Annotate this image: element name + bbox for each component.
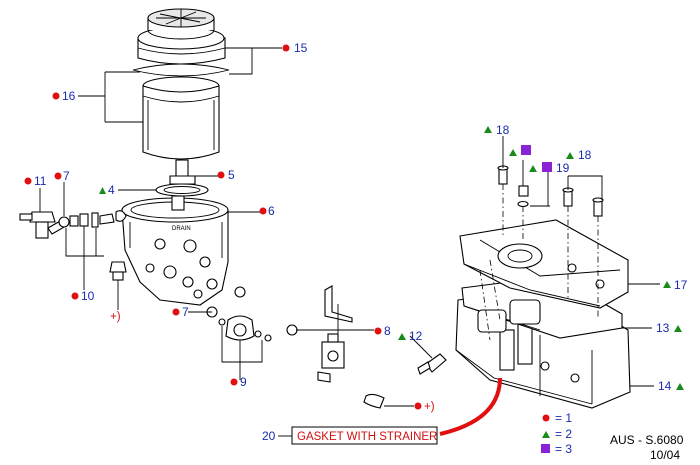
reference-code: AUS - S.6080 — [610, 433, 684, 447]
cylinder-head — [455, 219, 631, 409]
callout-20: 20 — [262, 429, 276, 443]
legend-item-3: = 3 — [555, 442, 572, 456]
filter-housing: DRAIN — [121, 195, 229, 306]
legend: = 1 = 2 = 3 — [541, 411, 572, 456]
callout-10: 10 — [81, 289, 95, 303]
legend-item-2: = 2 — [555, 427, 572, 441]
callout-11: 11 — [34, 174, 47, 188]
o-ring-seal — [155, 175, 209, 197]
callout-7-lower: 7 — [182, 305, 189, 319]
callout-12: 12 — [409, 329, 423, 343]
legend-item-1: = 1 — [555, 411, 572, 425]
callout-19: 19 — [556, 161, 570, 175]
housing-drain-label: DRAIN — [172, 226, 191, 232]
cover-bolts — [497, 165, 604, 217]
inlet-fitting — [19, 210, 127, 239]
leader-lines — [39, 47, 660, 407]
callout-16: 16 — [62, 89, 76, 103]
callout-plus-right: +) — [424, 401, 435, 413]
drain-plug — [109, 261, 127, 281]
callout-5: 5 — [228, 168, 235, 182]
callout-15: 15 — [294, 41, 308, 55]
legend-triangle-icon — [542, 431, 550, 438]
callout-18-left: 18 — [496, 123, 510, 137]
callout-6: 6 — [268, 204, 275, 218]
valve-assembly — [218, 315, 272, 342]
legend-circle-icon — [542, 414, 550, 422]
filter-cap — [132, 8, 230, 77]
bolt-centerlines — [479, 184, 599, 341]
gasket-label-box — [291, 426, 438, 445]
callout-4: 4 — [108, 183, 115, 197]
callout-9: 9 — [240, 375, 247, 389]
callout-plus-left: +) — [110, 311, 121, 323]
callout-7-upper: 7 — [63, 169, 70, 183]
bracket-valve — [286, 285, 385, 409]
callout-18-right: 18 — [578, 148, 592, 162]
filter-element — [142, 76, 220, 183]
callout-8: 8 — [384, 324, 391, 338]
callout-17: 17 — [674, 278, 688, 292]
sensor — [417, 353, 447, 375]
gasket-pointer-arrow — [439, 377, 502, 436]
gasket-label: GASKET WITH STRAINER — [297, 431, 437, 443]
callout-14: 14 — [658, 379, 672, 393]
legend-square-icon — [541, 444, 550, 453]
reference-date: 10/04 — [650, 448, 680, 462]
callout-13: 13 — [656, 321, 670, 335]
